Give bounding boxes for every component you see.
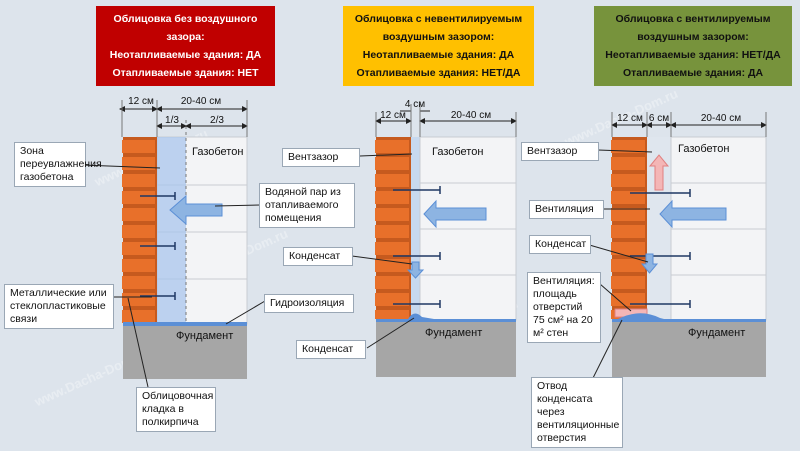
wall-ties-3 [630,189,691,308]
callout-ventilation-3: Вентиляция [529,200,604,219]
callout-condensate-2a: Конденсат [283,247,353,266]
dim-block-3: 20-40 см [700,113,742,124]
header-unventilated-line4: Отапливаемые здания: НЕТ/ДА [356,67,521,79]
header-unventilated-line3: Неотапливаемые здания: ДА [362,49,515,61]
dim-brick-1: 12 см [128,96,154,107]
callout-vent-area: Вентиляция: площадь отверстий 75 см² на … [527,272,601,343]
dim-block-1: 20-40 см [180,96,222,107]
dim-gap-2: 4 см [404,99,426,110]
gasobeton-label-2: Газобетон [432,146,484,158]
wet-zone [157,137,186,324]
header-no-gap-line3: Неотапливаемые здания: ДА [109,49,262,61]
dim-brick-3: 12 см [617,113,643,124]
fundament-label-2: Фундамент [425,327,483,339]
condensate-drop-2 [406,261,425,279]
header-no-gap-line2: зазора: [166,31,205,43]
dim-gap-3: 6 см [648,113,670,124]
diagram-no-gap [73,100,266,388]
diagram-ventilated-gap [585,112,767,381]
waterproofing-1 [123,322,247,326]
dim-brick-2: 12 см [380,110,406,121]
vapor-arrow-2 [423,199,487,229]
header-ventilated-line1: Облицовка с вентилируемым [615,13,771,25]
header-ventilated-line3: Неотапливаемые здания: НЕТ/ДА [605,49,781,61]
fundament-label-3: Фундамент [688,327,746,339]
header-ventilated-gap: Облицовка с вентилируемым воздушным зазо… [594,6,792,86]
header-ventilated-line2: воздушным зазором: [637,31,749,43]
foundation-2 [376,320,516,377]
header-no-gap: Облицовка без воздушного зазора: Неотапл… [96,6,275,86]
header-unventilated-gap: Облицовка с невентилируемым воздушным за… [343,6,534,86]
brick-wall-3 [611,137,647,320]
dim-block-2: 20-40 см [450,110,492,121]
callout-vapor: Водяной пар из отапливаемого помещения [259,183,355,228]
callout-waterproofing: Гидроизоляция [264,294,354,313]
callout-gap-3: Вентзазор [521,142,599,161]
brick-wall-2 [375,137,411,320]
foundation-3 [612,320,766,377]
gasobeton-label-1: Газобетон [192,146,244,158]
callout-drain: Отвод конденсата через вентиляционные от… [531,377,623,448]
header-ventilated-line4: Отапливаемые здания: ДА [622,67,764,79]
callout-cladding: Облицовочная кладка в полкирпича [136,387,216,432]
header-unventilated-line1: Облицовка с невентилируемым [354,13,523,25]
gasobeton-label-3: Газобетон [678,143,730,155]
vapor-arrow [169,194,223,226]
header-unventilated-line2: воздушным зазором: [382,31,495,43]
callout-wet-zone: Зона переувлажнения газобетона [14,142,102,187]
dim-twothirds-1: 2/3 [210,115,224,126]
header-no-gap-line4: Отапливаемые здания: НЕТ [112,67,259,79]
header-no-gap-line1: Облицовка без воздушного [113,13,258,25]
callout-ties: Металлические или стеклопластиковые связ… [4,284,114,329]
vent-up-arrow [648,154,670,191]
dim-third-1: 1/3 [165,115,179,126]
vapor-arrow-3 [659,199,727,229]
fundament-label-1: Фундамент [176,330,234,342]
wall-ties-2 [393,186,441,308]
callout-gap-2: Вентзазор [282,148,360,167]
callout-condensate-3: Конденсат [529,235,591,254]
callout-condensate-2b: Конденсат [296,340,366,359]
diagram-unventilated-gap [351,104,517,377]
wall-ties-1 [140,192,176,300]
air-gap-2 [411,137,420,320]
condensate-drop-3 [640,253,659,274]
